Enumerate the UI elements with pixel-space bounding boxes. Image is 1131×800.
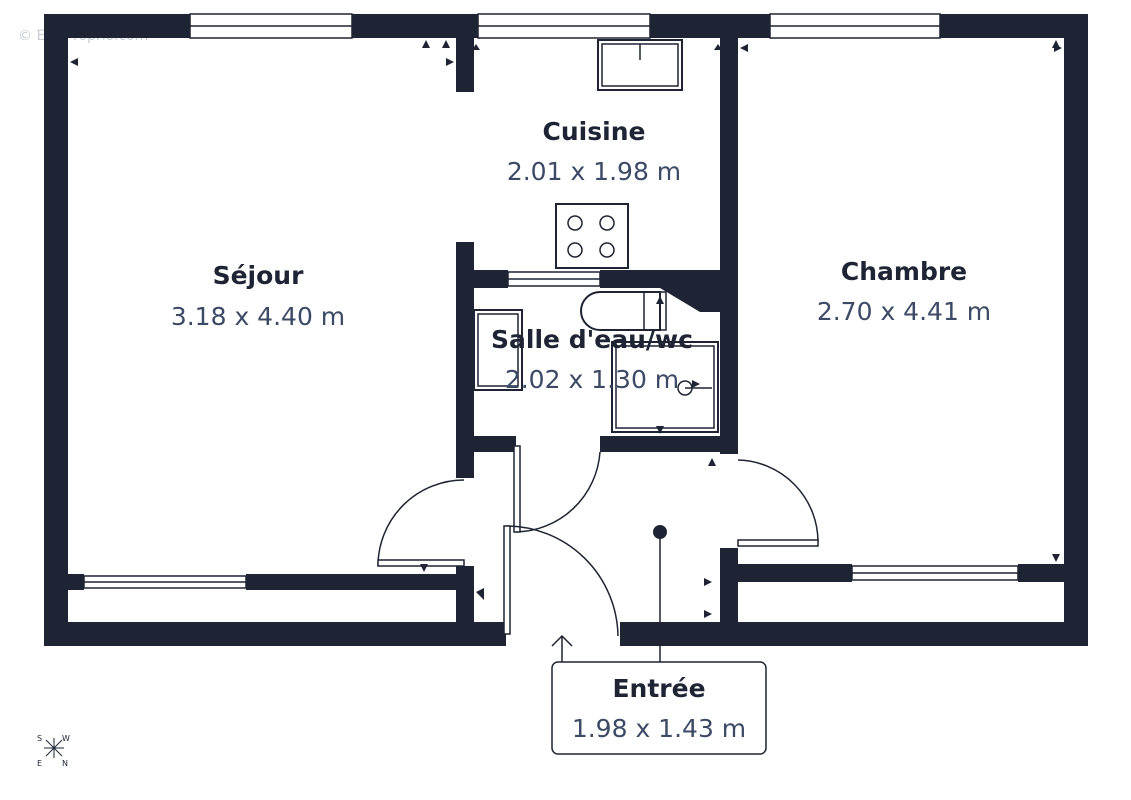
shower-icon bbox=[611, 341, 719, 433]
fixtures bbox=[473, 39, 719, 664]
entree-label-box bbox=[551, 661, 767, 755]
compass-e-label: E bbox=[37, 759, 42, 768]
entry-arrow-icon bbox=[551, 634, 573, 662]
toilet-icon bbox=[580, 291, 667, 331]
doors bbox=[377, 445, 819, 637]
room-dimensions: 2.70 x 4.41 m bbox=[817, 297, 991, 326]
washbasin-icon bbox=[473, 309, 523, 391]
windows bbox=[83, 13, 1019, 589]
kitchen-sink-icon bbox=[597, 39, 683, 91]
room-name: Chambre bbox=[841, 257, 967, 286]
compass-w-label: W bbox=[62, 734, 70, 743]
room-entree: Entrée 1.98 x 1.43 m bbox=[572, 674, 746, 743]
room-dimensions: 2.01 x 1.98 m bbox=[507, 157, 681, 186]
room-name: Salle d'eau/wc bbox=[491, 325, 693, 354]
room-dimensions: 1.98 x 1.43 m bbox=[572, 714, 746, 743]
room-chambre: Chambre 2.70 x 4.41 m bbox=[817, 257, 991, 326]
room-name: Séjour bbox=[213, 261, 305, 290]
dimension-markers bbox=[70, 40, 1062, 618]
compass-n-label: N bbox=[62, 759, 68, 768]
room-name: Cuisine bbox=[543, 117, 646, 146]
room-sejour: Séjour 3.18 x 4.40 m bbox=[171, 261, 345, 331]
room-dimensions: 2.02 x 1.30 m bbox=[505, 365, 679, 394]
room-cuisine: Cuisine 2.01 x 1.98 m bbox=[507, 117, 681, 186]
walls bbox=[44, 14, 1088, 646]
cooktop-icon bbox=[555, 203, 629, 269]
room-name: Entrée bbox=[612, 674, 705, 703]
room-salle-eau: Salle d'eau/wc 2.02 x 1.30 m bbox=[491, 325, 693, 394]
compass-icon: S W E N bbox=[37, 734, 70, 768]
room-dimensions: 3.18 x 4.40 m bbox=[171, 302, 345, 331]
compass-s-label: S bbox=[37, 734, 42, 743]
